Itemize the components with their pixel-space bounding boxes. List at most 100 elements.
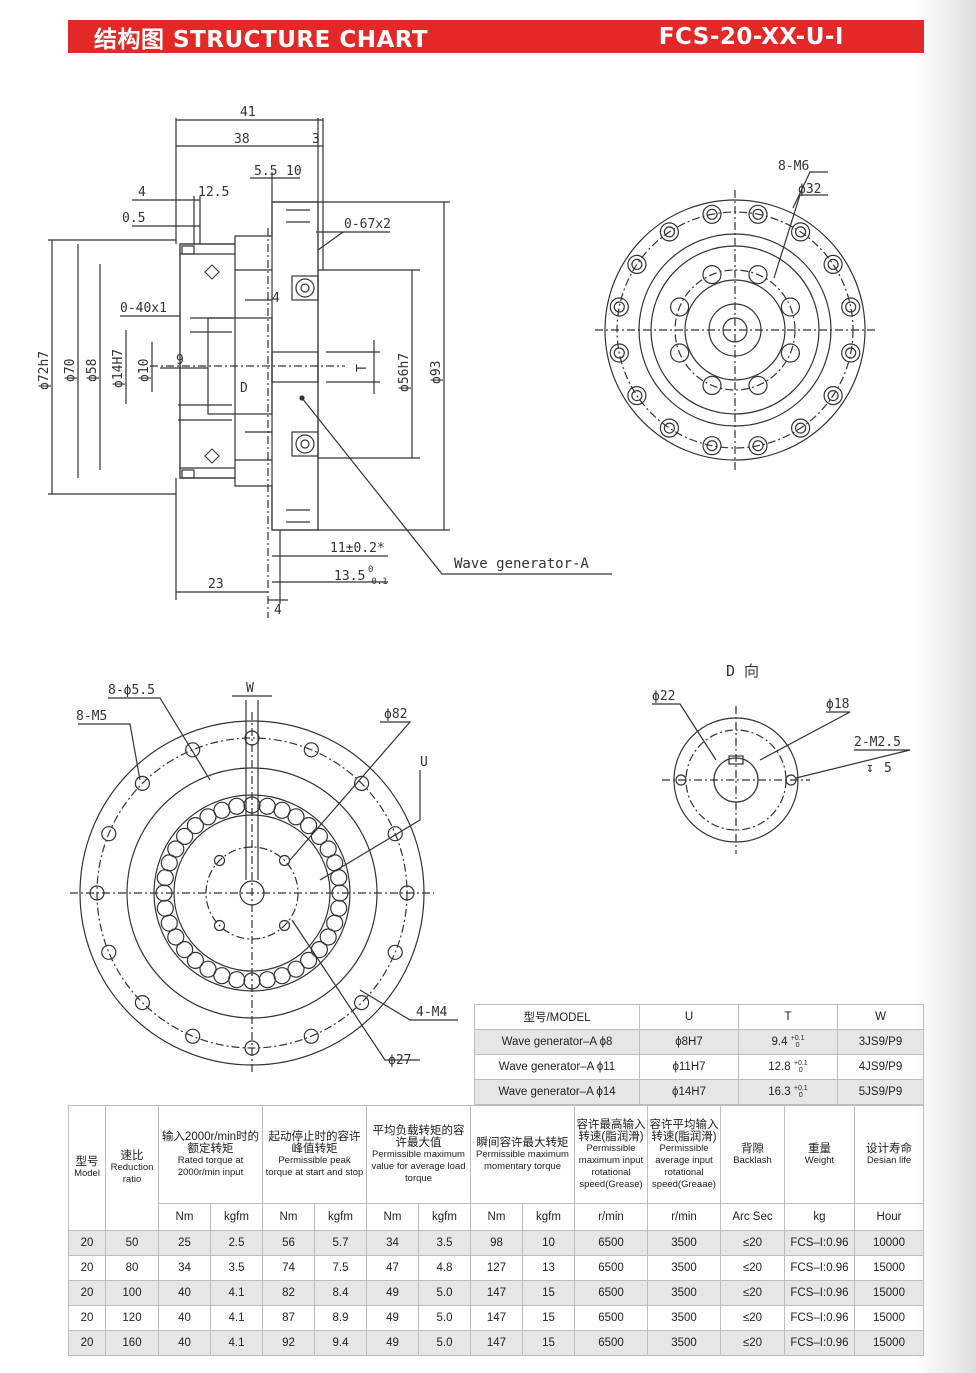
dim-d82: ϕ82	[384, 707, 407, 722]
table-cell: 15000	[854, 1305, 924, 1331]
table-cell: 80	[105, 1255, 159, 1281]
table-cell: 4.8	[418, 1255, 471, 1281]
bolt-hole	[387, 944, 403, 960]
dim-2-m2-5: 2-M2.5	[854, 735, 901, 750]
bolt-hole	[609, 343, 629, 363]
bolt-hole	[659, 222, 680, 242]
header-max-speed: 容许最高输入转速(脂润滑)Permissible maximum input r…	[574, 1105, 648, 1204]
dim-d58: ϕ58	[85, 359, 100, 382]
bolt-hole	[790, 418, 811, 438]
bolt-hole	[706, 440, 718, 452]
table-cell: 5.0	[418, 1330, 471, 1356]
table-cell: 3500	[647, 1255, 721, 1281]
table-cell: 7.5	[314, 1255, 367, 1281]
table-cell: 49	[366, 1305, 419, 1331]
output-flange-view: 8-ϕ5.5 8-M5 W ϕ82 U 4-M4 ϕ27	[70, 681, 458, 1074]
unit: r/min	[574, 1203, 648, 1231]
table-cell: 74	[262, 1255, 315, 1281]
bearing-ball	[326, 914, 344, 932]
bolt-hole	[354, 775, 370, 792]
model-code: FCS-20-XX-U-I	[658, 23, 844, 50]
bolt-hole	[631, 258, 643, 270]
unit: r/min	[647, 1203, 721, 1231]
table-cell: 4.1	[210, 1280, 263, 1306]
unit: Nm	[366, 1203, 419, 1231]
bolt-hole	[101, 944, 117, 960]
dim-38: 38	[234, 132, 250, 147]
table-cell: 147	[470, 1330, 523, 1356]
table-cell: ≤20	[720, 1330, 785, 1356]
bolt-hole	[244, 1040, 260, 1056]
dim-11: 11±0.2*	[330, 541, 385, 556]
dim-u: U	[420, 755, 428, 770]
unit: Hour	[854, 1203, 924, 1231]
table-cell: 49	[366, 1330, 419, 1356]
table-cell: ≤20	[720, 1230, 785, 1256]
bearing-ball	[300, 951, 318, 970]
oring-67x2: 0-67x2	[344, 217, 391, 232]
bolt-hole	[794, 226, 807, 238]
bearing-ball	[213, 967, 231, 985]
table-cell: 20	[68, 1280, 106, 1306]
bearing-ball	[258, 971, 276, 989]
table-cell: 120	[105, 1305, 159, 1331]
bolt-hole	[663, 226, 676, 238]
bolt-hole	[780, 343, 801, 363]
bolt-hole	[748, 204, 768, 224]
table-cell: 3.5	[210, 1255, 263, 1281]
bolt-hole	[278, 919, 291, 932]
bearing-ball	[176, 827, 194, 846]
bearing-ball	[287, 960, 305, 978]
dim-3: 3	[312, 132, 320, 147]
bolt-hole	[845, 347, 857, 359]
page-title: 结构图 STRUCTURE CHART	[94, 26, 429, 53]
wg-w: 4JS9/P9	[837, 1054, 924, 1080]
table-cell: 49	[366, 1280, 419, 1306]
bearing-ball	[330, 899, 348, 917]
bearing-ball	[273, 967, 291, 985]
bearing-ball	[287, 808, 305, 826]
bolt-hole	[841, 343, 861, 363]
bearing-ball	[160, 854, 178, 872]
table-cell: 20	[68, 1305, 106, 1331]
table-cell: 98	[470, 1230, 523, 1256]
bearing-ball	[330, 869, 348, 887]
bolt-hole	[748, 436, 768, 456]
bolt-hole	[627, 386, 647, 406]
tol-lower: -0.1	[366, 577, 388, 587]
dim-w: W	[246, 681, 254, 696]
table-cell: 20	[68, 1330, 106, 1356]
table-cell: 40	[158, 1305, 211, 1331]
table-cell: 47	[366, 1255, 419, 1281]
bolt-hole	[669, 343, 690, 363]
bolt-hole	[702, 265, 722, 285]
table-cell: 20	[68, 1230, 106, 1256]
bearing-ball	[319, 840, 337, 858]
table-cell: 6500	[574, 1280, 648, 1306]
table-cell: 25	[158, 1230, 211, 1256]
bearing-ball	[186, 951, 204, 970]
wg-w: 3JS9/P9	[837, 1029, 924, 1055]
bolt-hole	[278, 854, 291, 867]
bolt-hole	[752, 208, 764, 220]
bearing-ball	[167, 928, 185, 946]
table-cell: 92	[262, 1330, 315, 1356]
dim-t: T	[355, 364, 370, 372]
table-cell: 6500	[574, 1255, 648, 1281]
dim-4-mid: 4	[272, 291, 280, 306]
unit: kgfm	[210, 1203, 263, 1231]
wg-u: ϕ14H7	[639, 1079, 739, 1105]
bearing-ball	[258, 797, 276, 815]
bolt-hole	[354, 994, 370, 1011]
dim-41: 41	[240, 105, 256, 120]
table-cell: 6500	[574, 1305, 648, 1331]
